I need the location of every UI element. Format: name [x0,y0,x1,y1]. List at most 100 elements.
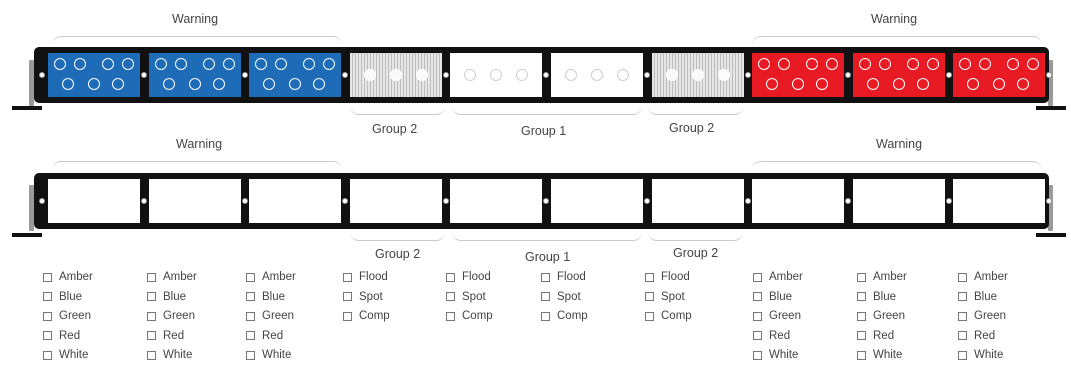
top-segment-3 [249,53,342,97]
checkbox[interactable] [753,311,762,321]
checkbox[interactable] [446,292,455,302]
led-ring-icon [993,78,1006,90]
option-white-seg3[interactable]: White [246,349,291,361]
option-red-seg1[interactable]: Red [43,330,80,342]
checkbox[interactable] [958,272,967,282]
checkbox[interactable] [246,272,255,282]
checkbox[interactable] [246,292,255,302]
checkbox[interactable] [541,272,550,282]
option-label: Flood [661,271,690,283]
option-flood-seg7[interactable]: Flood [645,271,690,283]
option-flood-seg5[interactable]: Flood [446,271,491,283]
option-spot-seg6[interactable]: Spot [541,291,581,303]
checkbox[interactable] [958,331,967,341]
option-comp-seg7[interactable]: Comp [645,310,692,322]
checkbox[interactable] [541,292,550,302]
bolt-icon [945,198,952,204]
option-label: Green [873,310,905,323]
checkbox[interactable] [446,272,455,282]
checkbox[interactable] [343,272,352,282]
led-ring-icon [174,58,187,70]
option-red-seg9[interactable]: Red [857,330,894,342]
checkbox[interactable] [645,292,654,302]
option-red-seg2[interactable]: Red [147,330,184,342]
option-amber-seg3[interactable]: Amber [246,271,296,283]
option-green-seg1[interactable]: Green [43,310,91,322]
checkbox[interactable] [645,272,654,282]
checkbox[interactable] [147,311,156,321]
option-label: Red [262,329,284,342]
option-red-seg3[interactable]: Red [246,330,283,342]
option-white-seg1[interactable]: White [43,349,88,361]
option-green-seg2[interactable]: Green [147,310,195,322]
checkbox[interactable] [43,292,52,302]
checkbox[interactable] [857,292,866,302]
option-amber-seg10[interactable]: Amber [958,271,1008,283]
option-red-seg8[interactable]: Red [753,330,790,342]
checkbox[interactable] [43,311,52,321]
option-spot-seg4[interactable]: Spot [343,291,383,303]
checkbox[interactable] [857,350,866,360]
group2-brace-right [648,106,743,115]
bolt-icon [241,198,248,204]
checkbox[interactable] [753,350,762,360]
option-white-seg2[interactable]: White [147,349,192,361]
option-amber-seg1[interactable]: Amber [43,271,93,283]
checkbox[interactable] [147,292,156,302]
option-amber-seg2[interactable]: Amber [147,271,197,283]
checkbox[interactable] [147,331,156,341]
checkbox[interactable] [958,292,967,302]
option-white-seg8[interactable]: White [753,349,798,361]
warning-brace-left-bottom [52,161,342,170]
checkbox[interactable] [147,350,156,360]
option-amber-seg9[interactable]: Amber [857,271,907,283]
checkbox[interactable] [753,331,762,341]
option-comp-seg5[interactable]: Comp [446,310,493,322]
option-blue-seg2[interactable]: Blue [147,291,186,303]
option-label: Flood [359,271,388,283]
option-blue-seg10[interactable]: Blue [958,291,997,303]
checkbox[interactable] [958,350,967,360]
checkbox[interactable] [645,311,654,321]
checkbox[interactable] [857,311,866,321]
checkbox[interactable] [753,292,762,302]
bottom-segment-6 [551,179,643,223]
checkbox[interactable] [343,292,352,302]
checkbox[interactable] [857,272,866,282]
option-green-seg3[interactable]: Green [246,310,294,322]
option-white-seg9[interactable]: White [857,349,902,361]
checkbox[interactable] [43,272,52,282]
checkbox[interactable] [43,350,52,360]
option-amber-seg8[interactable]: Amber [753,271,803,283]
bottom-segment-2 [148,179,241,223]
checkbox[interactable] [147,272,156,282]
checkbox[interactable] [753,272,762,282]
option-flood-seg6[interactable]: Flood [541,271,586,283]
bottom-segment-1 [48,179,140,223]
option-white-seg10[interactable]: White [958,349,1003,361]
option-comp-seg4[interactable]: Comp [343,310,390,322]
checkbox[interactable] [958,311,967,321]
checkbox[interactable] [43,331,52,341]
mount-foot-left-bottom [12,233,42,237]
option-green-seg8[interactable]: Green [753,310,801,322]
option-green-seg9[interactable]: Green [857,310,905,322]
option-blue-seg3[interactable]: Blue [246,291,285,303]
checkbox[interactable] [246,331,255,341]
option-red-seg10[interactable]: Red [958,330,995,342]
option-blue-seg9[interactable]: Blue [857,291,896,303]
option-green-seg10[interactable]: Green [958,310,1006,322]
checkbox[interactable] [857,331,866,341]
option-comp-seg6[interactable]: Comp [541,310,588,322]
checkbox[interactable] [343,311,352,321]
checkbox[interactable] [246,311,255,321]
option-blue-seg8[interactable]: Blue [753,291,792,303]
bolt-icon [845,198,852,204]
option-spot-seg5[interactable]: Spot [446,291,486,303]
checkbox[interactable] [246,350,255,360]
option-spot-seg7[interactable]: Spot [645,291,685,303]
checkbox[interactable] [541,311,550,321]
option-flood-seg4[interactable]: Flood [343,271,388,283]
checkbox[interactable] [446,311,455,321]
option-blue-seg1[interactable]: Blue [43,291,82,303]
